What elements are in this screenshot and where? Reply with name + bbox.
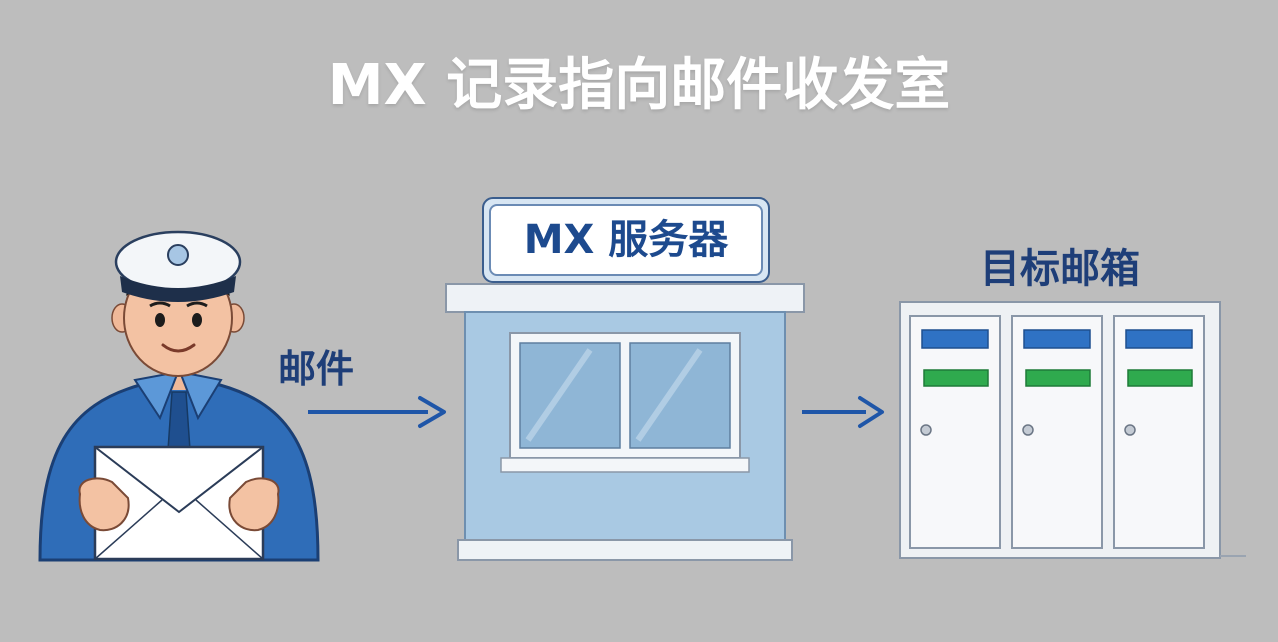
page-title: MX 记录指向邮件收发室 [327, 53, 951, 118]
mailbox-label: 目标邮箱 [980, 246, 1140, 292]
mail-label: 邮件 [278, 347, 355, 391]
arrow-right-icon [802, 396, 884, 428]
mailbox-door [1011, 315, 1103, 549]
server-sign-label: MX 服务器 [523, 217, 729, 263]
server-building-icon [445, 197, 805, 561]
mailbox-door [1113, 315, 1205, 549]
mailbox-door [909, 315, 1001, 549]
mailbox-cabinet-icon [899, 301, 1246, 559]
postman-icon [38, 230, 320, 562]
arrow-right-icon [308, 396, 446, 428]
